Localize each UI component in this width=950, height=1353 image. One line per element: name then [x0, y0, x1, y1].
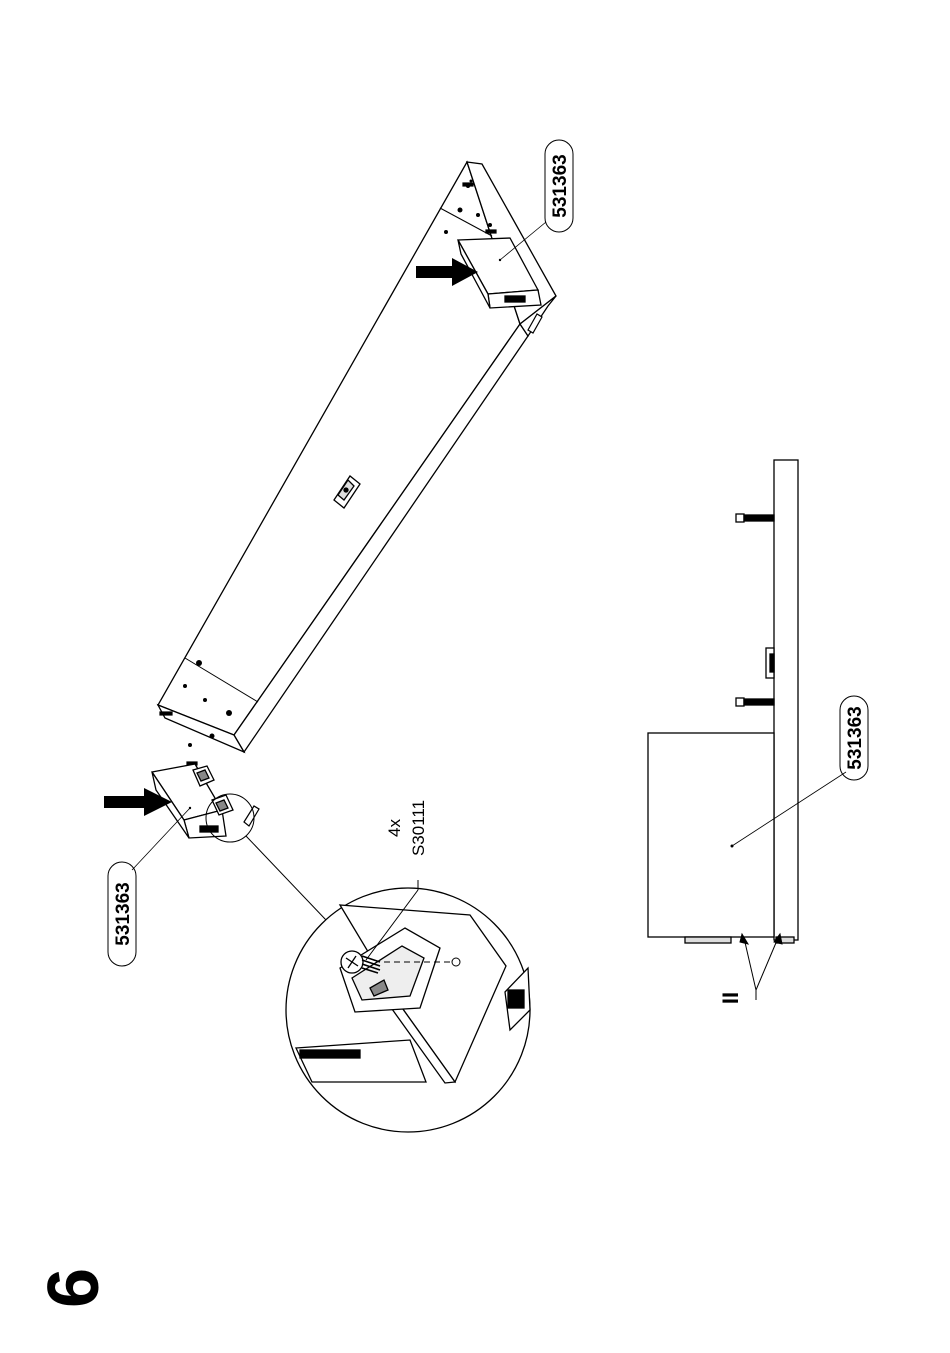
- step-number: 6: [34, 1268, 114, 1308]
- part-label-bubble-left: 531363: [108, 807, 191, 966]
- part-label-left: 531363: [113, 882, 134, 945]
- bolt-icon: [736, 698, 774, 706]
- part-label-side: 531363: [845, 706, 866, 769]
- part-label-right: 531363: [550, 154, 571, 217]
- side-view-panel: [774, 460, 798, 940]
- side-view-mark: II: [718, 992, 743, 1004]
- left-edge-slot: [244, 806, 259, 826]
- side-view: [648, 460, 798, 943]
- screw-quantity: 4x: [385, 819, 404, 837]
- screw-code: S30111: [409, 800, 428, 856]
- bolt-icon: [736, 514, 774, 522]
- step-number-badge: 6: [34, 1268, 114, 1308]
- side-view-box: [648, 733, 774, 937]
- side-view-mark-leaders: [740, 934, 782, 1000]
